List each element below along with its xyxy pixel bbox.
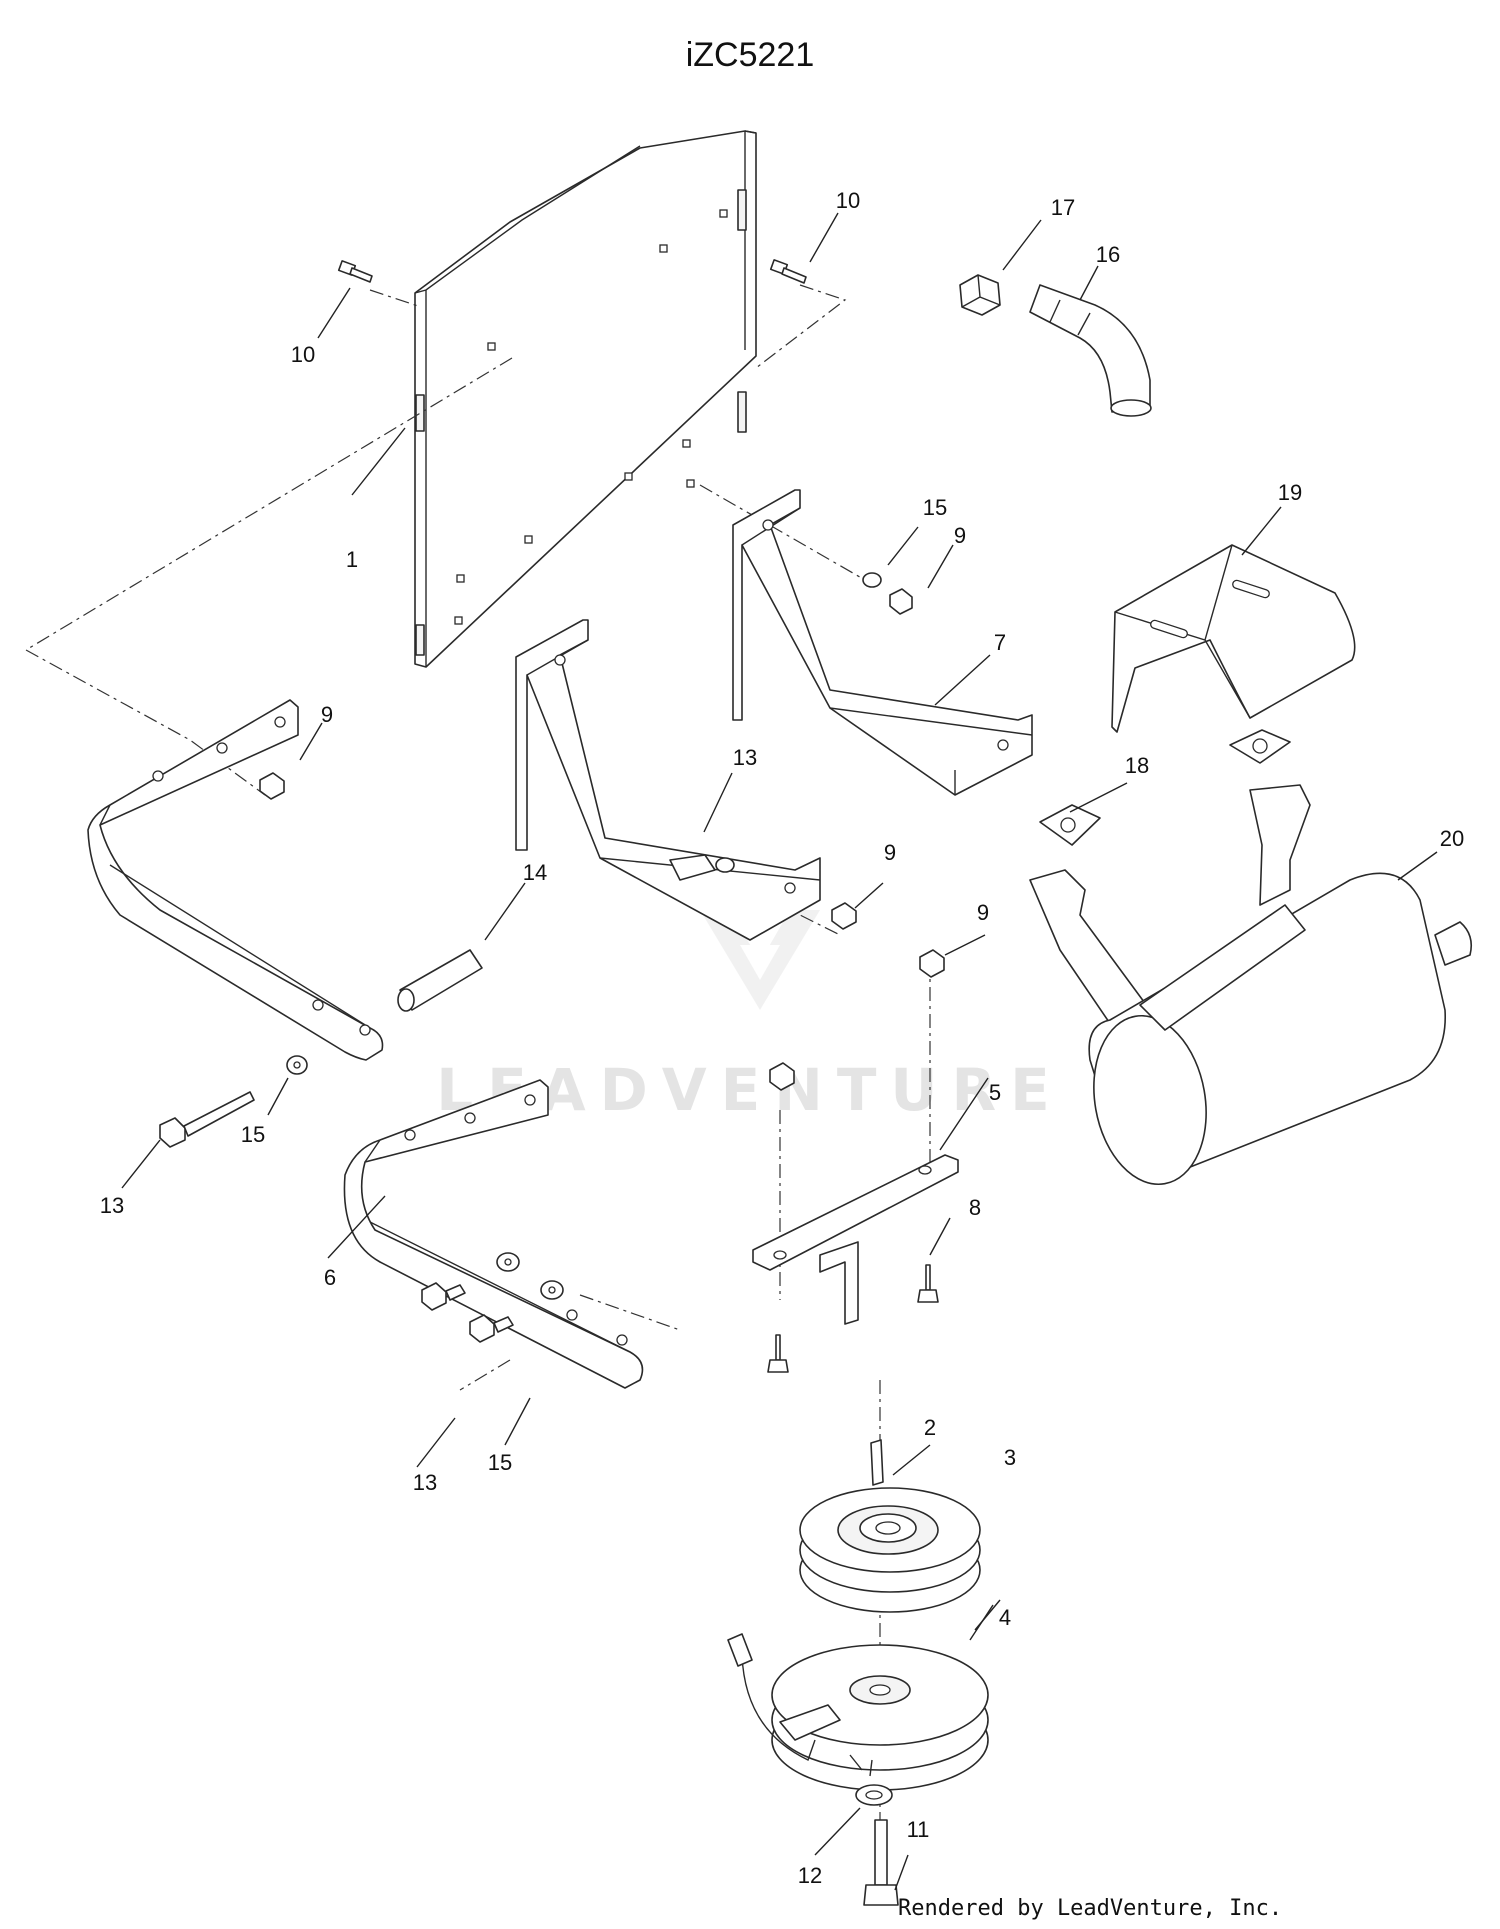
leader-lines [121,212,1438,1891]
part-15-washer-front-upper [496,1252,520,1272]
callout-9-middle: 9 [884,840,896,865]
part-2-key [870,1439,884,1486]
part-11-bolt [863,1819,899,1906]
callout-11: 11 [907,1817,930,1842]
callout-18: 18 [1125,753,1149,778]
part-3-pulley [799,1487,981,1613]
callout-labels: 1 2 3 4 5 6 7 8 9 9 9 9 10 10 11 12 13 1… [100,188,1464,1888]
callout-9-left: 9 [321,702,333,727]
callout-20: 20 [1440,826,1464,851]
part-19-heat-shield [1111,544,1356,733]
watermark-logo [700,910,820,1010]
diagram-title: iZC5221 [686,36,815,74]
callout-4: 4 [999,1605,1011,1630]
callout-19: 19 [1278,480,1302,505]
part-9-nut-top [919,949,945,978]
part-17-hex-nut [959,274,1001,316]
part-18-gasket-upper [1229,729,1291,764]
callout-17: 17 [1051,195,1075,220]
rear-frame-rail [87,699,384,1061]
callout-12: 12 [798,1863,822,1888]
part-13-bolt-left [159,1091,255,1148]
callout-8: 8 [969,1195,981,1220]
callout-10-right: 10 [836,188,860,213]
part-9-nut-upper [889,588,913,615]
part-10-bolt-right [769,259,807,284]
part-16-elbow-pipe [1029,284,1152,417]
callout-15-left: 15 [241,1122,265,1147]
part-10-bolt-left [337,260,373,283]
part-8-bolt-right [917,1264,939,1303]
callout-5: 5 [989,1080,1001,1105]
callout-14: 14 [523,860,547,885]
part-15-washer-upper [862,572,882,588]
footer-credit: Rendered by LeadVenture, Inc. [898,1896,1282,1921]
part-15-washer-front-lower [540,1280,564,1300]
part-12-lock-washer [855,1784,893,1806]
part-13-bolt-front-upper [421,1282,466,1311]
callout-3: 3 [1004,1445,1016,1470]
callout-9-upper: 9 [954,523,966,548]
callout-1: 1 [346,547,358,572]
callout-15-front: 15 [488,1450,512,1475]
part-8-bolt-left [767,1334,789,1373]
part-7-bracket [732,489,1033,796]
callout-10-left: 10 [291,342,315,367]
part-6-front-frame-rail [343,1079,644,1389]
callout-7: 7 [994,630,1006,655]
part-15-washer-left [286,1055,308,1075]
callout-13-middle: 13 [733,745,757,770]
part-1-mounting-plate [414,130,757,668]
part-13-bolt-front-lower [469,1314,514,1343]
part-14-spacer [397,949,483,1012]
callout-2: 2 [924,1415,936,1440]
part-9-nut-left [259,772,285,800]
callout-13-front: 13 [413,1470,437,1495]
callout-16: 16 [1096,242,1120,267]
callout-15-upper: 15 [923,495,947,520]
part-5-bracket [752,1154,959,1325]
part-13-bracket [515,619,821,941]
part-9-nut-middle [831,902,857,930]
part-9-nut-upper-left [769,1062,795,1091]
part-20-muffler [1029,784,1473,1186]
part-18-gasket [1039,804,1101,846]
callout-13-left: 13 [100,1193,124,1218]
callout-6: 6 [324,1265,336,1290]
callout-9-top: 9 [977,900,989,925]
part-4-electric-clutch [727,1633,989,1791]
